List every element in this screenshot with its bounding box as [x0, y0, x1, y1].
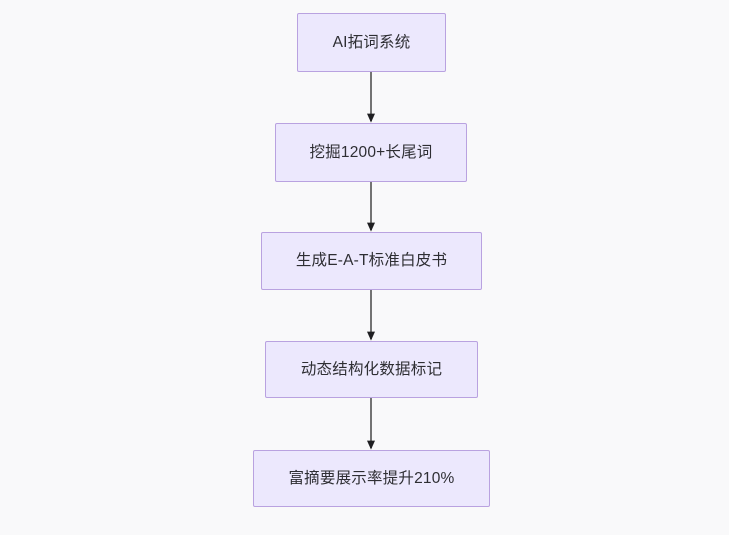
- flow-node-dynamic-structured-data-markup[interactable]: 动态结构化数据标记: [265, 341, 478, 398]
- flow-node-label: 富摘要展示率提升210%: [288, 469, 455, 487]
- flow-node-label: 生成E-A-T标准白皮书: [295, 252, 448, 270]
- flow-node-ai-keyword-system[interactable]: AI拓词系统: [297, 13, 446, 72]
- flow-node-label: 挖掘1200+长尾词: [309, 143, 433, 161]
- flow-node-rich-snippet-impression-uplift[interactable]: 富摘要展示率提升210%: [253, 450, 490, 507]
- flow-node-mine-longtail-keywords[interactable]: 挖掘1200+长尾词: [275, 123, 467, 182]
- flow-node-label: 动态结构化数据标记: [300, 360, 443, 378]
- flow-node-label: AI拓词系统: [332, 33, 411, 51]
- flow-node-generate-eat-whitepaper[interactable]: 生成E-A-T标准白皮书: [261, 232, 482, 290]
